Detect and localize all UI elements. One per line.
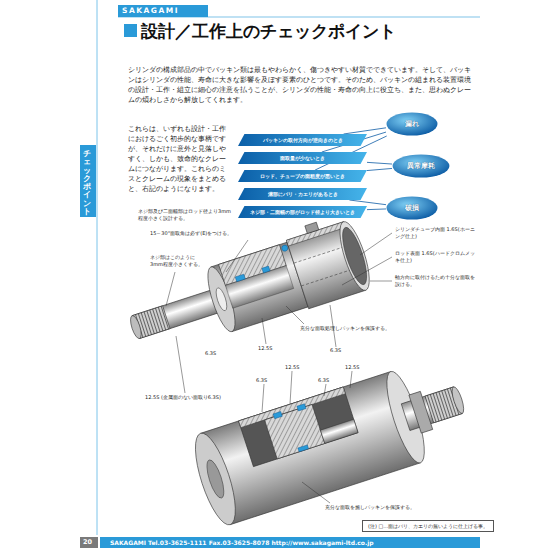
footer-contact: SAKAGAMI Tel.03-3625-1111 Fax.03-3625-80…: [110, 539, 374, 547]
rod-cover-cutaway: [118, 211, 375, 362]
bar-shape: [238, 134, 367, 146]
summary-paragraph: これらは、いずれも設計・工作におけるごく初歩的な事柄ですが、それだけに意外と見落…: [128, 124, 230, 194]
surface-finish: 12.5S: [285, 364, 299, 371]
design-note: 15～30°面取角は必ず(E)をつける。: [150, 230, 246, 237]
title-square: [124, 24, 137, 37]
result-text: 破損: [405, 204, 419, 213]
cause-link: [367, 168, 392, 170]
surface-finish: 6.3S: [256, 377, 267, 384]
cause-text: ネジ部・二面幅の部がロッド径より大きいとき: [250, 209, 355, 215]
footer-band: [100, 537, 480, 548]
design-note: 軸方向に取付けるため十分な面取を設ける。: [395, 274, 475, 287]
cause-text: パッキンの取付方向が逆向きのとき: [263, 137, 343, 143]
note-text: (注) □…面はバリ、カエリの無いように仕上げる事。: [368, 523, 488, 529]
cause-link: [367, 162, 392, 164]
surface-finish: 12.5S: [258, 345, 272, 352]
leader-lines: [166, 233, 392, 503]
cause-text: 面取量が少ないとき: [280, 155, 325, 161]
surface-note: ロッド表面 1.6S(ハードクロムメッキ仕上): [395, 250, 475, 263]
result-oval: 漏れ: [386, 112, 438, 136]
bar-shape: [238, 206, 367, 218]
intro-paragraph: シリンダの構成部品の中でパッキン類は最もやわらかく、傷つきやすい材質でできていま…: [128, 65, 476, 105]
cause-bar: ロッド、チューブの面粗度が悪いとき: [238, 170, 367, 182]
design-note: 充分な面取を施しパッキンを保護する。: [325, 504, 415, 511]
bar-shape: [238, 188, 367, 200]
design-note: ネジ部はこのように3mm程度小さくする。: [150, 254, 206, 267]
result-oval: 破損: [386, 196, 438, 220]
cause-link: [344, 128, 386, 134]
surface-finish: 12.5S: [345, 364, 359, 371]
surface-finish: 12.5S (金属面のない面取り6.3S): [145, 394, 237, 401]
cause-link: [349, 200, 386, 205]
brand-header: SAKAGAMI: [122, 6, 179, 16]
design-note: ネジ部及び二面幅部はロッド径より3mm程度小さく設計する。: [138, 208, 233, 221]
side-tab: [80, 145, 96, 217]
cause-bar: ネジ部・二面幅の部がロッド径より大きいとき: [238, 206, 367, 218]
cause-text: ロッド、チューブの面粗度が悪いとき: [260, 173, 345, 179]
bar-shape: [238, 170, 367, 182]
oval-shape: [387, 196, 438, 219]
result-text: 異常摩耗: [407, 162, 435, 171]
cause-text: 溝部にバリ・カエリがあるとき: [268, 191, 338, 197]
header-rule: [118, 17, 480, 18]
note-box: (注) □…面はバリ、カエリの無いように仕上げる事。: [362, 520, 494, 532]
result-text: 漏れ: [405, 120, 419, 129]
surface-finish: 6.3S: [205, 350, 216, 357]
header-band: [118, 5, 208, 17]
piston-cutaway: [187, 353, 476, 529]
result-oval: 異常摩耗: [392, 154, 450, 178]
design-note: 充分な面取処理しパッキンを保護する。: [300, 325, 430, 332]
bar-shape: [238, 152, 367, 164]
margin-rule: [97, 0, 98, 535]
side-tab-text: チェックポイント: [83, 150, 91, 216]
cause-bar: 面取量が少ないとき: [238, 152, 367, 164]
cause-bar: パッキンの取付方向が逆向きのとき: [238, 134, 367, 146]
page-title: 設計／工作上のチェックポイント: [141, 20, 396, 42]
cause-bar: 溝部にバリ・カエリがあるとき: [238, 188, 367, 200]
oval-shape: [393, 154, 450, 177]
oval-shape: [387, 112, 438, 135]
page-number-box: [80, 537, 98, 548]
page-number: 20: [83, 538, 92, 546]
surface-note: シリンダチューブ内面 1.6S(ホーニング仕上): [395, 226, 475, 239]
cause-link: [367, 208, 386, 210]
surface-finish: 6.3S: [318, 377, 329, 384]
surface-finish: 6.3S: [330, 347, 341, 354]
